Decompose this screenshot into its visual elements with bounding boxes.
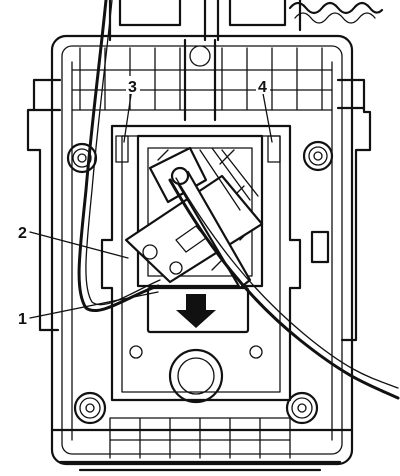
label-4-backdrop xyxy=(256,76,270,94)
screw-boss-bottom-right xyxy=(285,391,319,425)
leader-4 xyxy=(261,87,273,143)
bottom-rib-grid xyxy=(58,417,342,472)
screw-boss-top-left xyxy=(66,142,98,174)
top-rib-grid xyxy=(71,38,333,122)
leader-1 xyxy=(29,291,159,319)
bowden-cable xyxy=(168,177,400,400)
leader-3 xyxy=(123,87,133,143)
callout-label-4: 4 xyxy=(258,79,267,96)
left-flange xyxy=(26,78,62,332)
spring-coil xyxy=(288,1,384,24)
release-direction-arrow xyxy=(146,286,250,334)
callout-label-3: 3 xyxy=(128,79,137,96)
right-flange xyxy=(310,78,372,342)
leader-2 xyxy=(29,231,129,259)
callout-label-2: 2 xyxy=(18,225,27,242)
screw-boss-bottom-left xyxy=(73,391,107,425)
wire-harness xyxy=(77,0,161,313)
callout-label-1: 1 xyxy=(18,311,27,328)
callout-leaders xyxy=(29,87,273,319)
upper-mechanism xyxy=(108,0,302,42)
label-3-backdrop xyxy=(126,76,140,94)
lower-round-boss xyxy=(129,345,263,404)
screw-boss-top-right xyxy=(302,140,334,172)
